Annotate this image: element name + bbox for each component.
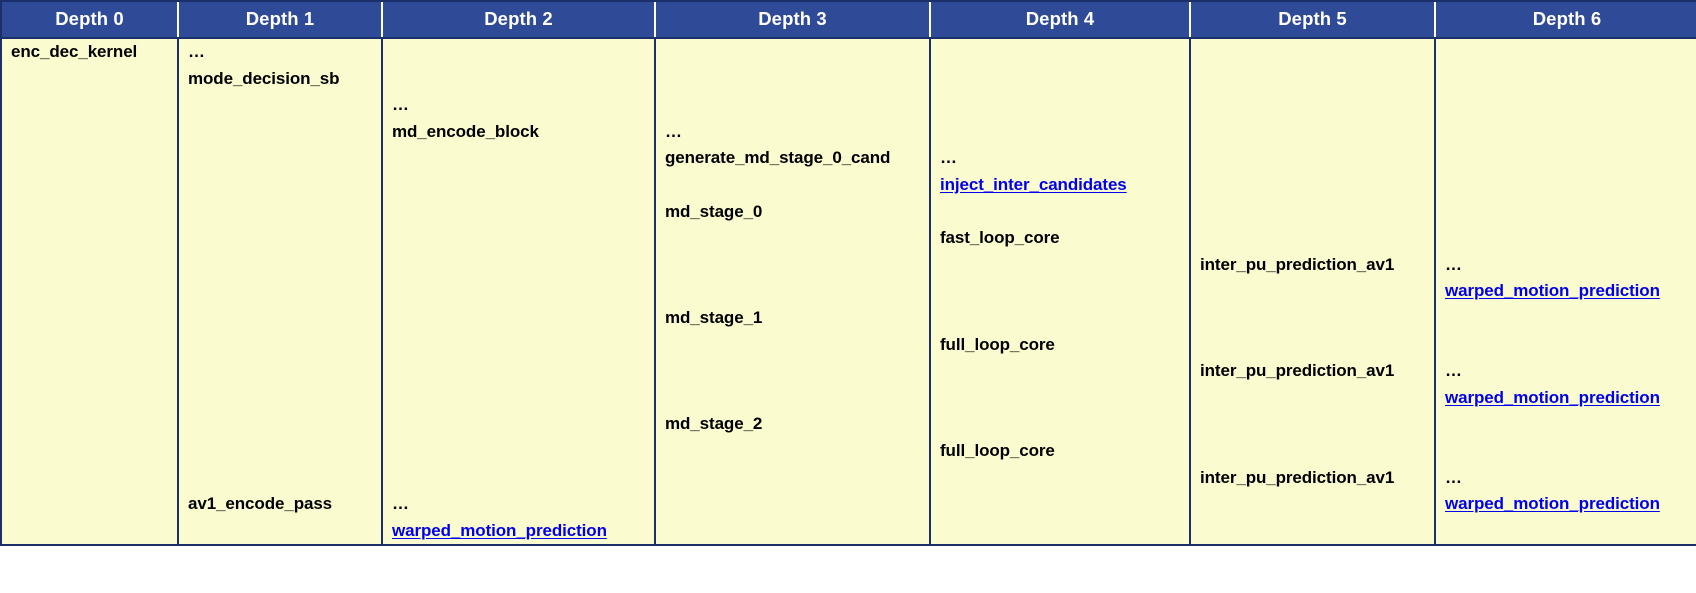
call-tree-entry: inter_pu_prediction_av1: [1200, 361, 1395, 381]
call-tree-entry: md_stage_2: [665, 414, 763, 434]
call-tree-entry: generate_md_stage_0_cand: [665, 148, 891, 168]
call-tree-entry: …: [665, 121, 683, 141]
call-tree-entry: inter_pu_prediction_av1: [1200, 254, 1395, 274]
call-tree-link[interactable]: warped_motion_prediction: [392, 520, 607, 540]
cell-depth-2: … md_encode_block … warped_motion_predicti…: [382, 38, 656, 545]
call-tree-entry: av1_encode_pass: [188, 494, 333, 514]
table-header: Depth 0 Depth 1 Depth 2 Depth 3 Depth 4 …: [2, 2, 1696, 39]
table-row: enc_dec_kernel … mode_decision_sb av1_enc…: [2, 38, 1696, 545]
call-tree-entry: …: [188, 42, 206, 61]
call-tree-border: Depth 0 Depth 1 Depth 2 Depth 3 Depth 4 …: [0, 0, 1696, 547]
call-tree-link[interactable]: warped_motion_prediction: [1445, 281, 1660, 301]
call-tree-entry: fast_loop_core: [940, 228, 1060, 248]
column-header-depth-4: Depth 4: [930, 2, 1191, 39]
column-header-depth-3: Depth 3: [655, 2, 931, 39]
call-tree-entry: md_stage_0: [665, 201, 763, 221]
call-tree-entry: …: [392, 95, 410, 115]
cell-depth-3: … generate_md_stage_0_cand md_stage_0 md_…: [655, 38, 931, 545]
column-header-depth-0: Depth 0: [2, 2, 179, 39]
call-tree-link[interactable]: warped_motion_prediction: [1445, 387, 1660, 407]
cell-depth-4: …inject_inter_candidates fast_loop_core …: [930, 38, 1191, 545]
call-tree-link[interactable]: inject_inter_candidates: [940, 174, 1127, 194]
table-body: enc_dec_kernel … mode_decision_sb av1_enc…: [2, 38, 1696, 545]
cell-depth-0: enc_dec_kernel: [2, 38, 179, 545]
column-header-depth-5: Depth 5: [1190, 2, 1436, 39]
call-tree-entry: full_loop_core: [940, 334, 1055, 354]
call-tree-link[interactable]: warped_motion_prediction: [1445, 494, 1660, 514]
cell-depth-1: … mode_decision_sb av1_encode_pass: [178, 38, 383, 545]
call-tree-entry: mode_decision_sb: [188, 68, 340, 88]
header-row: Depth 0 Depth 1 Depth 2 Depth 3 Depth 4 …: [2, 2, 1696, 39]
column-header-depth-1: Depth 1: [178, 2, 383, 39]
call-tree-entry: md_encode_block: [392, 121, 539, 141]
call-tree-entry: inter_pu_prediction_av1: [1200, 467, 1395, 487]
call-tree-entry: …: [1445, 254, 1463, 274]
call-tree-entry: full_loop_core: [940, 440, 1055, 460]
cell-depth-6: … warped_motion_prediction … warped_motion…: [1435, 38, 1696, 545]
call-tree-table: Depth 0 Depth 1 Depth 2 Depth 3 Depth 4 …: [2, 2, 1696, 545]
call-tree-entry: …: [940, 148, 958, 168]
call-tree-entry: …: [1445, 467, 1463, 487]
column-header-depth-2: Depth 2: [382, 2, 656, 39]
call-tree-entry: enc_dec_kernel: [11, 42, 138, 61]
call-tree-entry: …: [1445, 361, 1463, 381]
cell-depth-5: inter_pu_prediction_av1 inter_pu_predict…: [1190, 38, 1436, 545]
call-tree-entry: md_stage_1: [665, 307, 763, 327]
call-tree-entry: …: [392, 494, 410, 514]
column-header-depth-6: Depth 6: [1435, 2, 1696, 39]
